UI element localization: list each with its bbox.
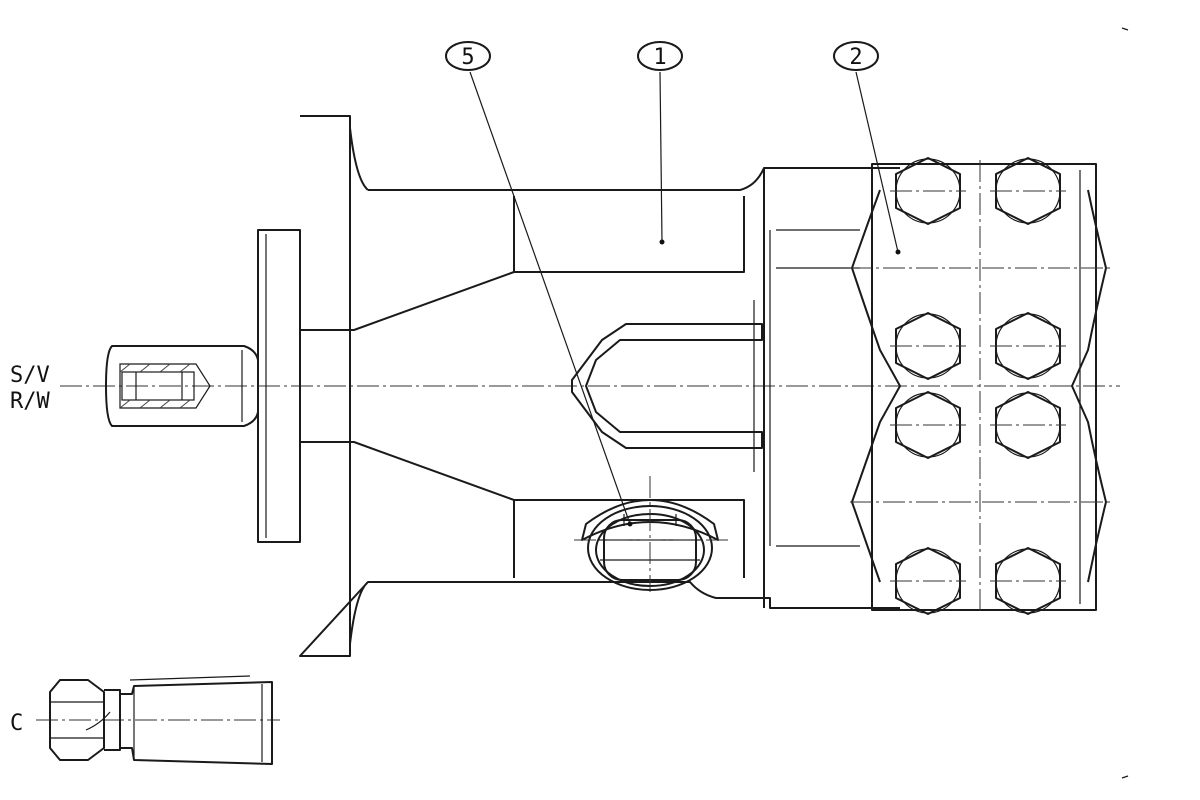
bolt-hex [890,157,966,225]
callout-1: 1 [637,41,683,71]
bolt-hex [990,312,1066,380]
corner-mark [1121,775,1129,779]
callout-1-text: 1 [653,45,666,70]
bolt-hex [990,157,1066,225]
label-rw: R/W [10,389,50,414]
output-shaft [105,345,259,427]
alternative-shaft-c [36,675,280,765]
bolt-hex [890,547,966,615]
label-sv: S/V [10,363,50,388]
motor-housing [300,167,900,609]
callout-2: 2 [833,41,879,71]
shaft-hatch [119,363,191,409]
corner-mark [1121,27,1129,31]
leader-lines [469,71,901,527]
end-cover [850,157,1110,615]
bolt-hex [890,312,966,380]
callout-2-text: 2 [849,45,862,70]
bolt-hex [990,391,1066,459]
label-c: C [10,711,23,736]
drain-plug [574,476,730,592]
bolt-hex [990,547,1066,615]
bolt-hex [890,391,966,459]
mounting-flange [257,115,369,657]
callout-5-text: 5 [461,45,474,70]
callout-5: 5 [445,41,491,71]
